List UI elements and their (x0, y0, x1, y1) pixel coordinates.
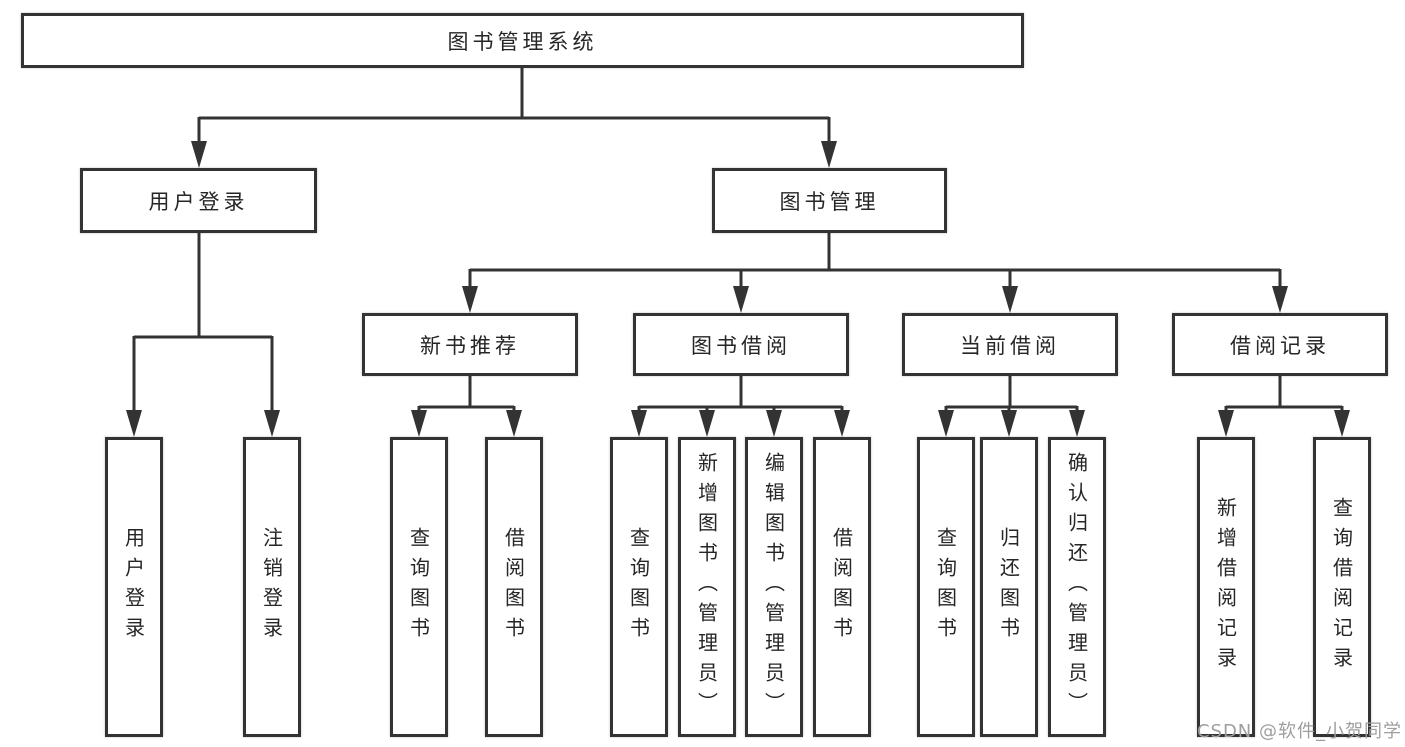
watermark: CSDN @软件_小贺同学 (1196, 721, 1402, 742)
leaf-records-add-record: 新增借阅记录 (1197, 437, 1255, 737)
node-current-borrowing-label: 当前借阅 (960, 333, 1060, 358)
leaf-recommend-query-books: 查询图书 (390, 437, 448, 737)
leaf-recommend-query-books-label: 查询图书 (406, 527, 431, 647)
leaf-borrowing-borrow-books: 借阅图书 (813, 437, 871, 737)
node-current-borrowing: 当前借阅 (902, 313, 1118, 376)
leaf-current-return-books-label: 归还图书 (996, 527, 1021, 647)
leaf-borrowing-edit-books-admin: 编辑图书（管理员） (745, 437, 803, 737)
leaf-records-query-record: 查询借阅记录 (1313, 437, 1371, 737)
leaf-current-confirm-return-admin: 确认归还（管理员） (1048, 437, 1106, 737)
node-book-management-label: 图书管理 (779, 189, 880, 214)
node-book-borrowing: 图书借阅 (633, 313, 849, 376)
leaf-records-add-record-label: 新增借阅记录 (1213, 497, 1238, 677)
node-user-login-label: 用户登录 (148, 189, 249, 214)
node-root: 图书管理系统 (21, 13, 1024, 68)
node-borrowing-records-label: 借阅记录 (1230, 333, 1330, 358)
leaf-recommend-borrow-books: 借阅图书 (485, 437, 543, 737)
leaf-user-login: 用户登录 (105, 437, 163, 737)
connector-current-borrowing-children (944, 376, 1079, 417)
leaf-borrowing-query-books: 查询图书 (610, 437, 668, 737)
leaf-current-query-books: 查询图书 (917, 437, 975, 737)
leaf-logout: 注销登录 (243, 437, 301, 737)
leaf-logout-label: 注销登录 (259, 527, 284, 647)
node-book-borrowing-label: 图书借阅 (691, 333, 791, 358)
leaf-current-query-books-label: 查询图书 (933, 527, 958, 647)
node-new-book-recommendation: 新书推荐 (362, 313, 578, 376)
leaf-borrowing-edit-books-admin-label: 编辑图书（管理员） (761, 452, 786, 722)
node-book-management: 图书管理 (712, 168, 947, 233)
node-borrowing-records: 借阅记录 (1172, 313, 1388, 376)
leaf-borrowing-add-books-admin-label: 新增图书（管理员） (694, 452, 719, 722)
node-root-label: 图书管理系统 (447, 29, 598, 54)
leaf-current-confirm-return-admin-label: 确认归还（管理员） (1064, 452, 1089, 722)
leaf-current-return-books: 归还图书 (980, 437, 1038, 737)
leaf-user-login-label: 用户登录 (121, 527, 146, 647)
connector-user-login-children (132, 233, 274, 417)
leaf-borrowing-borrow-books-label: 借阅图书 (829, 527, 854, 647)
connector-borrowing-records-children (1224, 376, 1344, 417)
connector-book-borrowing-children (637, 376, 844, 417)
leaf-recommend-borrow-books-label: 借阅图书 (501, 527, 526, 647)
connector-new-book-recommendation-children (417, 376, 516, 417)
leaf-borrowing-add-books-admin: 新增图书（管理员） (678, 437, 736, 737)
leaf-borrowing-query-books-label: 查询图书 (626, 527, 651, 647)
leaf-records-query-record-label: 查询借阅记录 (1329, 497, 1354, 677)
connector-book-management-children (468, 233, 1282, 291)
node-new-book-recommendation-label: 新书推荐 (420, 333, 520, 358)
connector-root-to-level2 (197, 68, 831, 148)
node-user-login: 用户登录 (80, 168, 317, 233)
